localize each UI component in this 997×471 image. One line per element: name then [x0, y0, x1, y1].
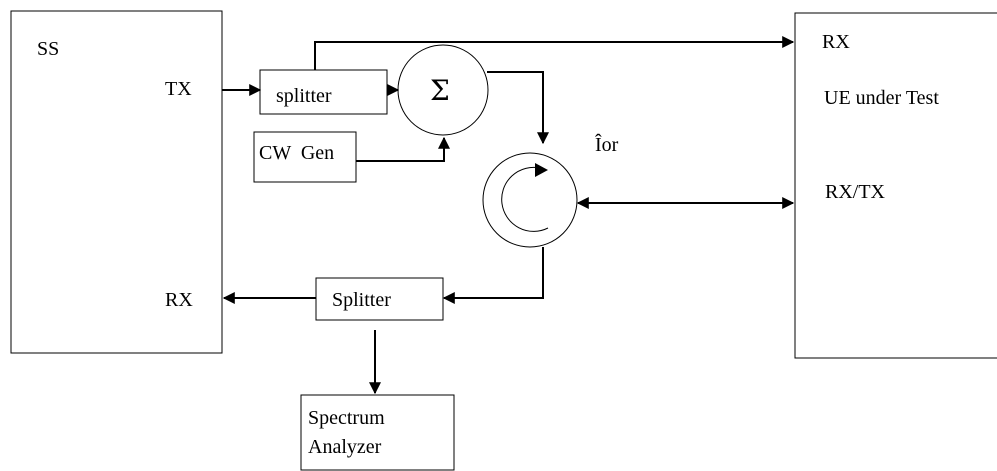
- ue-rxtx-label: RX/TX: [825, 181, 886, 203]
- ue-block: RX UE under Test RX/TX: [794, 12, 997, 359]
- circulator-block: [482, 152, 578, 248]
- bottom-splitter-block: Splitter: [315, 277, 444, 321]
- circulator-to-splitter-line: [442, 247, 544, 304]
- ue-box: [794, 12, 997, 359]
- spectrum-analyzer-label-line2: Analyzer: [308, 436, 382, 458]
- ue-name-label: UE under Test: [824, 87, 939, 109]
- combiner-block: Σ: [397, 44, 489, 136]
- spectrum-analyzer-label-line1: Spectrum: [308, 407, 385, 429]
- spectrum-analyzer-block: Spectrum Analyzer: [300, 394, 455, 471]
- ss-box: [10, 10, 223, 354]
- ss-block: SS TX RX: [10, 10, 223, 354]
- ss-tx-label: TX: [165, 78, 192, 100]
- combiner-to-circulator-line: [487, 71, 549, 145]
- top-splitter-block: splitter: [259, 69, 388, 115]
- top-splitter-box: [259, 69, 388, 115]
- cw-gen-box: [253, 131, 357, 183]
- circulator-arc: [501, 166, 549, 232]
- sigma-symbol: Σ: [430, 74, 450, 107]
- splitter-to-ue-rx-line: [314, 36, 795, 70]
- top-splitter-label: splitter: [276, 85, 332, 107]
- bottom-splitter-label: Splitter: [332, 289, 391, 311]
- ss-rx-label: RX: [165, 289, 193, 311]
- cw-gen-label: CW Gen: [259, 142, 334, 164]
- cw-gen-to-combiner-line: [356, 136, 450, 162]
- combiner-circle: [397, 44, 489, 136]
- ior-label: Îor: [595, 133, 619, 156]
- ue-rx-label: RX: [822, 31, 850, 53]
- circulator-arrowhead: [535, 163, 548, 177]
- spectrum-analyzer-box: [300, 394, 455, 471]
- ss-label: SS: [37, 38, 59, 60]
- cw-gen-block: CW Gen: [253, 131, 357, 183]
